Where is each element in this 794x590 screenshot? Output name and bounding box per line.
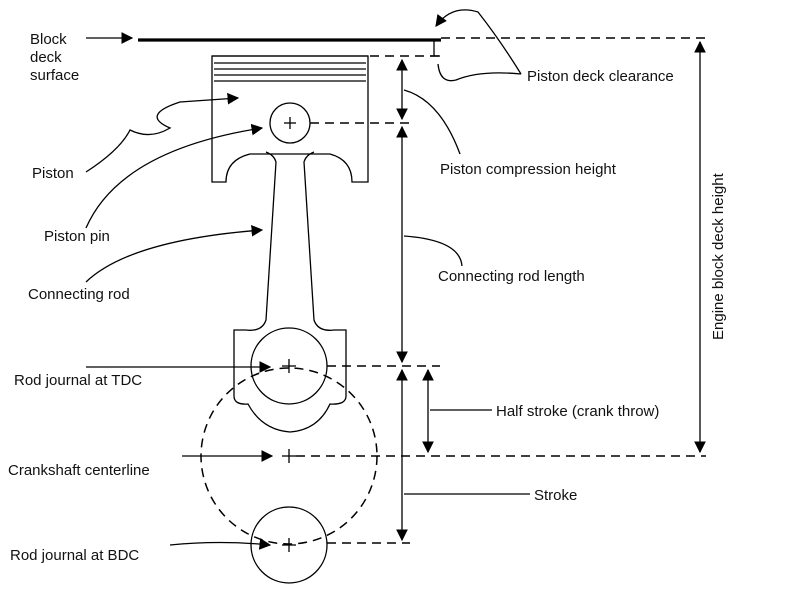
label-rod-journal-bdc: Rod journal at BDC	[10, 547, 139, 564]
label-connecting-rod-length: Connecting rod length	[438, 268, 585, 285]
rod-journal-bdc-arrow	[169, 538, 272, 550]
label-block-line2: deck	[30, 49, 62, 66]
deck-clearance-arrow	[435, 9, 522, 75]
label-connecting-rod: Connecting rod	[28, 286, 130, 303]
piston-body	[211, 55, 369, 183]
rod-journal-bdc-circle	[250, 506, 328, 584]
rod-length-leader	[403, 235, 463, 267]
label-block-line3: surface	[30, 67, 79, 84]
connecting-rod-arrow	[85, 224, 264, 283]
deck-clearance-leader	[437, 63, 522, 82]
label-piston: Piston	[32, 165, 74, 182]
label-half-stroke: Half stroke (crank throw)	[496, 403, 659, 420]
label-engine-block-deck-height: Engine block deck height	[710, 172, 727, 340]
label-stroke: Stroke	[534, 487, 577, 504]
label-piston-deck-clearance: Piston deck clearance	[527, 68, 674, 85]
compression-height-leader	[403, 89, 461, 155]
connecting-rod-shape	[233, 151, 347, 433]
piston-arrow	[85, 92, 240, 173]
label-piston-pin: Piston pin	[44, 228, 110, 245]
piston-pin	[269, 102, 311, 144]
label-crankshaft-centerline: Crankshaft centerline	[8, 462, 150, 479]
piston-pin-arrow	[85, 123, 264, 229]
label-rod-journal-tdc: Rod journal at TDC	[14, 372, 142, 389]
rod-journal-tdc-circle	[250, 327, 328, 405]
label-piston-compression-height: Piston compression height	[440, 161, 617, 178]
label-block-line1: Block	[30, 31, 67, 48]
crankshaft-center-mark	[282, 449, 296, 463]
